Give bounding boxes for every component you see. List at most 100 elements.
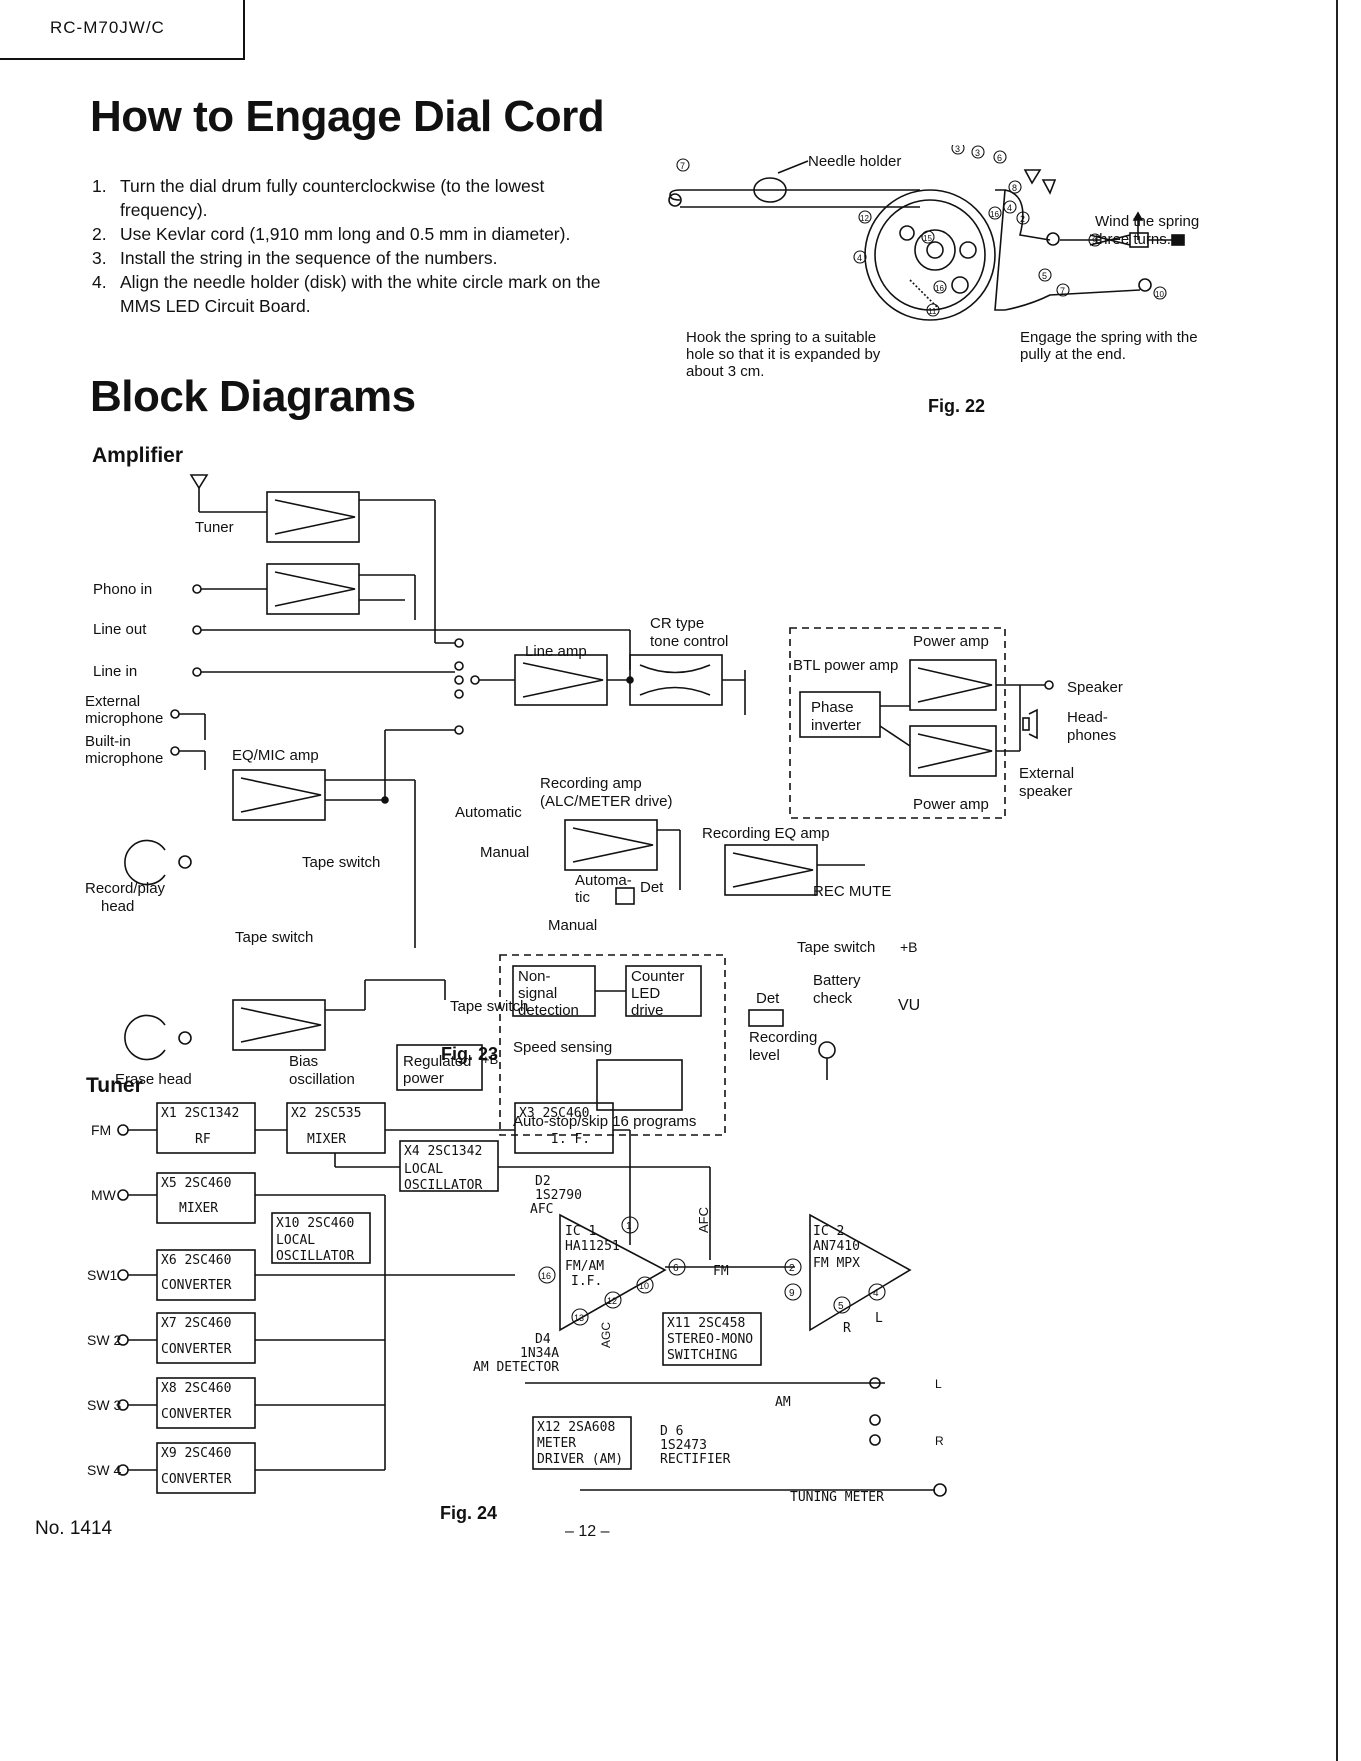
svg-text:Tuner: Tuner [195,519,234,536]
svg-text:MIXER: MIXER [307,1132,346,1147]
svg-text:TUNING METER: TUNING METER [790,1490,884,1505]
svg-text:1S2473: 1S2473 [660,1438,707,1453]
svg-text:power: power [403,1070,444,1087]
svg-text:inverter: inverter [811,717,861,734]
tuner-heading: Tuner [86,1074,143,1097]
svg-text:Line in: Line in [93,663,137,680]
fig22-num: 16 [935,284,944,293]
power-amp-box [789,627,1006,819]
amplifier-heading: Amplifier [92,444,184,467]
svg-text:X2 2SC535: X2 2SC535 [291,1106,361,1121]
svg-text:LOCAL: LOCAL [404,1162,443,1177]
x10-local-oscillator [271,1212,371,1264]
svg-text:IC 2: IC 2 [813,1224,844,1239]
svg-text:Speed sensing: Speed sensing [513,1039,612,1056]
svg-text:drive: drive [631,1002,664,1019]
svg-text:microphone: microphone [85,710,163,727]
power-amp-upper [909,659,997,711]
svg-text:AGC: AGC [599,1322,613,1348]
model-number: RC-M70JW/C [50,18,165,37]
svg-text:EQ/MIC amp: EQ/MIC amp [232,747,319,764]
svg-text:10: 10 [639,1281,649,1291]
svg-text:Erase head: Erase head [115,1071,192,1088]
svg-text:CR type: CR type [650,615,704,632]
svg-text:I.F.: I.F. [571,1274,602,1289]
fig24-caption: Fig. 24 [440,1503,498,1523]
svg-text:Automa-: Automa- [575,872,632,889]
svg-text:SW 3: SW 3 [87,1397,121,1413]
fig22-dial-cord-diagram: Needle holder 7 3 3 6 8 4 2 16 12 4 15 1… [668,145,1199,380]
svg-text:FM: FM [91,1122,111,1138]
svg-text:Auto-stop/skip 16 programs: Auto-stop/skip 16 programs [513,1113,696,1130]
svg-text:about 3 cm.: about 3 cm. [686,363,764,380]
step-item: 2.Use Kevlar cord (1,910 mm long and 0.5… [92,224,571,244]
phono-amp [266,563,360,615]
svg-text:microphone: microphone [85,750,163,767]
svg-text:REC MUTE: REC MUTE [813,883,891,900]
svg-text:oscillation: oscillation [289,1071,355,1088]
svg-text:Line out: Line out [93,621,147,638]
svg-text:6: 6 [673,1263,679,1274]
svg-text:Tape switch: Tape switch [302,854,380,871]
model-box [0,0,245,60]
svg-text:SW 4: SW 4 [87,1462,121,1478]
dial-steps: 1.Turn the dial drum fully counterclockw… [92,174,632,318]
svg-text:External: External [1019,765,1074,782]
dial-title: How to Engage Dial Cord [90,92,605,141]
svg-text:OSCILLATOR: OSCILLATOR [404,1178,482,1193]
fig22-num: 12 [860,214,869,223]
svg-text:1: 1 [626,1221,632,1232]
svg-text:L: L [875,1311,883,1326]
tone-control [629,654,723,706]
speed-sensing-block [596,1059,683,1111]
svg-text:Power amp: Power amp [913,796,989,813]
svg-text:Recording amp: Recording amp [540,775,642,792]
svg-text:X8 2SC460: X8 2SC460 [161,1381,231,1396]
fig22-num: 2 [1020,214,1025,224]
x9-converter [156,1442,256,1494]
svg-text:DRIVER (AM): DRIVER (AM) [537,1452,623,1467]
svg-text:2: 2 [789,1263,795,1274]
svg-text:head: head [101,898,134,915]
eq-mic-amp [232,769,326,821]
fig22-num: 8 [1012,183,1017,193]
svg-text:Head-: Head- [1067,709,1108,726]
svg-text:check: check [813,990,853,1007]
block-title: Block Diagrams [90,372,416,421]
svg-text:tone control: tone control [650,633,728,650]
svg-text:pully at the end.: pully at the end. [1020,346,1126,363]
power-amp-lower [909,725,997,777]
x2-mixer [286,1102,386,1154]
svg-text:SW 2: SW 2 [87,1332,121,1348]
page-edge-rule [1336,0,1338,1761]
svg-text:Battery: Battery [813,972,861,989]
svg-text:9: 9 [789,1288,795,1299]
svg-text:level: level [749,1047,780,1064]
svg-text:Speaker: Speaker [1067,679,1123,696]
svg-text:4: 4 [873,1288,879,1299]
rec-level-meter [748,1009,784,1027]
svg-text:Manual: Manual [480,844,529,861]
svg-text:13: 13 [574,1313,584,1323]
svg-text:Built-in: Built-in [85,733,131,750]
svg-text:12: 12 [607,1296,617,1306]
svg-text:+B: +B [482,1052,498,1067]
svg-text:Tape switch: Tape switch [235,929,313,946]
x7-converter [156,1312,256,1364]
svg-text:OSCILLATOR: OSCILLATOR [276,1249,354,1264]
svg-text:Tape switch: Tape switch [450,998,528,1015]
svg-text:1S2790: 1S2790 [535,1188,582,1203]
output-r-label: R [935,1434,944,1448]
svg-text:Hook the spring to a suitable: Hook the spring to a suitable [686,329,876,346]
fig23-caption: Fig. 23 [441,1044,499,1064]
svg-text:RF: RF [195,1132,211,1147]
svg-text:MW: MW [91,1187,117,1203]
svg-text:FM/AM: FM/AM [565,1259,604,1274]
svg-text:D4: D4 [535,1332,551,1347]
svg-text:D 6: D 6 [660,1424,683,1439]
svg-text:METER: METER [537,1436,576,1451]
svg-text:X11 2SC458: X11 2SC458 [667,1316,745,1331]
phase-inverter [799,691,881,738]
svg-text:Phase: Phase [811,699,854,716]
svg-text:LED: LED [631,985,660,1002]
